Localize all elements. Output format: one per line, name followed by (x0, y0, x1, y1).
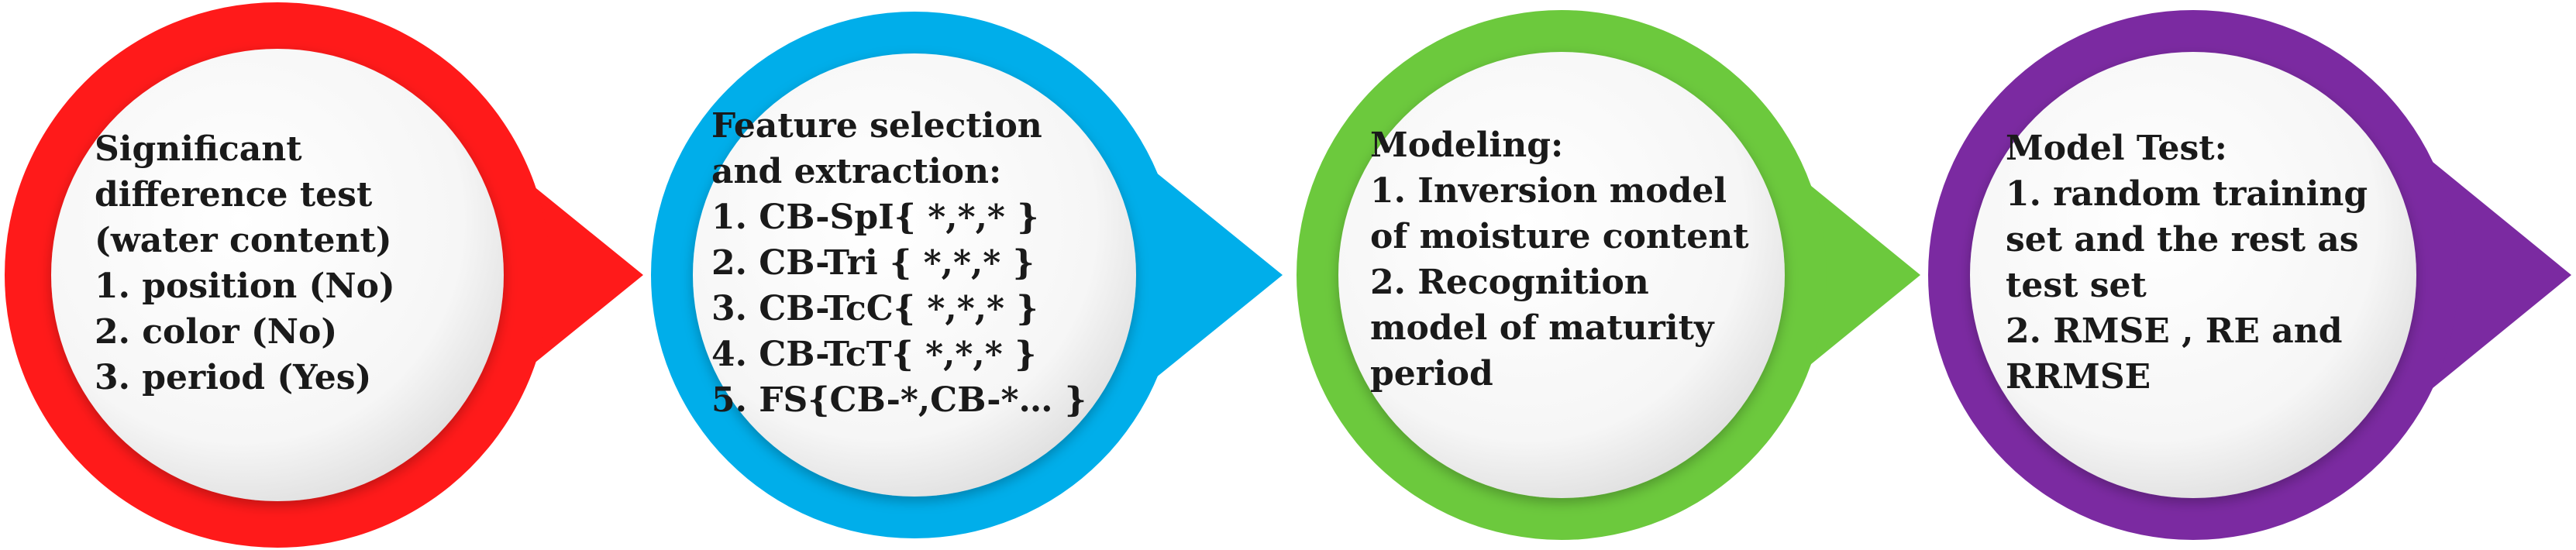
step-3-line: model of maturity (1370, 308, 1714, 348)
step-1-line: 1. position (No) (95, 266, 395, 306)
step-2-text: Feature selection and extraction: 1. CB-… (711, 103, 1087, 423)
step-4-line: test set (2006, 266, 2147, 305)
step-3-line: Modeling: (1370, 125, 1564, 165)
step-4-line: 1. random training (2006, 174, 2368, 214)
step-4-text: Model Test: 1. random training set and t… (2006, 125, 2368, 400)
step-4-line: Model Test: (2006, 129, 2227, 168)
step-1-line: 2. color (No) (95, 312, 338, 352)
step-1-line: Significant (95, 129, 302, 169)
step-3-line: of moisture content (1370, 217, 1749, 256)
step-3-line: 1. Inversion model (1370, 171, 1727, 211)
step-2-line: 1. CB-SpI{ *,*,* } (711, 198, 1039, 237)
step-2-line: and extraction: (711, 152, 1002, 191)
step-4-line: 2. RMSE , RE and (2006, 311, 2343, 351)
step-4-line: set and the rest as (2006, 220, 2359, 260)
step-1-line: (water content) (95, 221, 392, 260)
step-1-text: Significant difference test (water conte… (95, 126, 395, 400)
step-2-line: 4. CB-TcT{ *,*,* } (711, 335, 1037, 374)
step-2-line: Feature selection (711, 106, 1042, 146)
step-1-line: 3. period (Yes) (95, 358, 372, 397)
step-2-line: 5. FS{CB-*,CB-*… } (711, 380, 1087, 420)
step-4-line: RRMSE (2006, 357, 2151, 397)
step-3-disc (1338, 52, 1785, 498)
step-2-line: 2. CB-Tri { *,*,* } (711, 243, 1035, 283)
step-1-line: difference test (95, 175, 373, 215)
step-3-line: 2. Recognition (1370, 263, 1649, 302)
step-1-disc (51, 49, 504, 501)
step-2-line: 3. CB-TcC{ *,*,* } (711, 289, 1038, 328)
step-4-disc (1970, 52, 2416, 498)
step-3-line: period (1370, 354, 1493, 394)
step-3-text: Modeling: 1. Inversion model of moisture… (1370, 122, 1749, 397)
step-2-disc (693, 53, 1136, 497)
